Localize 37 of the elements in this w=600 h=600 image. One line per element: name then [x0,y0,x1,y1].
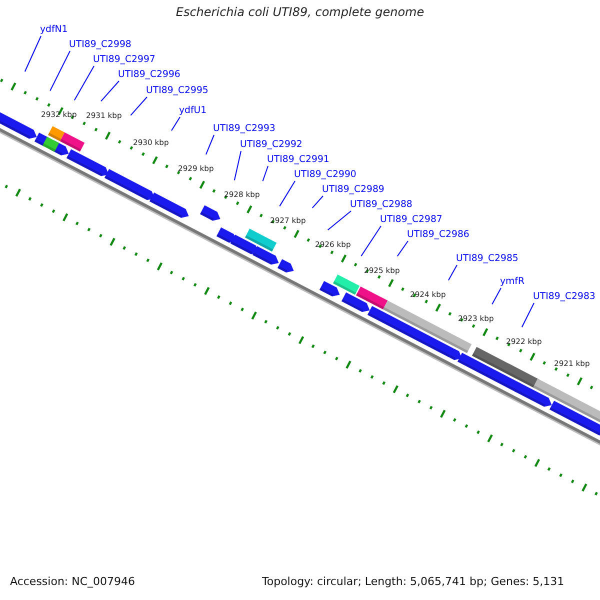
leader-line [262,166,268,182]
leader-line [205,134,214,155]
footer-text: Accession: NC_007946 [10,576,136,588]
leader-line [396,240,408,257]
leader-line [360,226,382,257]
gene-label: UTI89_C2990 [294,169,356,181]
map-title: Escherichia coli UTI89, complete genome [174,6,426,18]
gene-label: UTI89_C2997 [93,54,156,66]
gene-label: ydfU1 [179,105,207,117]
leader-line [24,36,42,72]
gene-label: UTI89_C2989 [322,184,384,196]
leader-line [171,116,180,132]
gene-label: ydfN1 [40,24,68,36]
gene-label: ymfR [500,276,524,288]
gene-label: UTI89_C2983 [533,291,596,303]
leader-line [327,210,352,231]
gene-label: UTI89_C2996 [118,69,180,81]
gene-label: UTI89_C2987 [380,214,442,226]
leader-line [448,264,458,281]
leader-line [100,80,120,102]
gene-label: UTI89_C2991 [267,154,330,166]
leader-line [74,66,94,101]
leader-line [130,96,148,116]
leader-line [279,180,296,207]
gene-label: UTI89_C2985 [456,253,518,265]
leader-line [50,50,70,92]
leader-line [521,302,534,328]
gene-label: UTI89_C2986 [407,229,470,241]
gene-label: UTI89_C2992 [240,139,302,151]
gene-label: UTI89_C2988 [350,199,412,211]
footer-text: Topology: circular; Length: 5,065,741 bp; Genes: 5,131 [262,576,564,588]
gene-label: UTI89_C2998 [69,39,132,51]
leader-line [492,288,502,305]
gene-label: UTI89_C2993 [213,123,276,135]
gene-label: UTI89_C2995 [146,85,208,97]
leader-line [234,150,242,181]
leader-line [312,196,324,208]
